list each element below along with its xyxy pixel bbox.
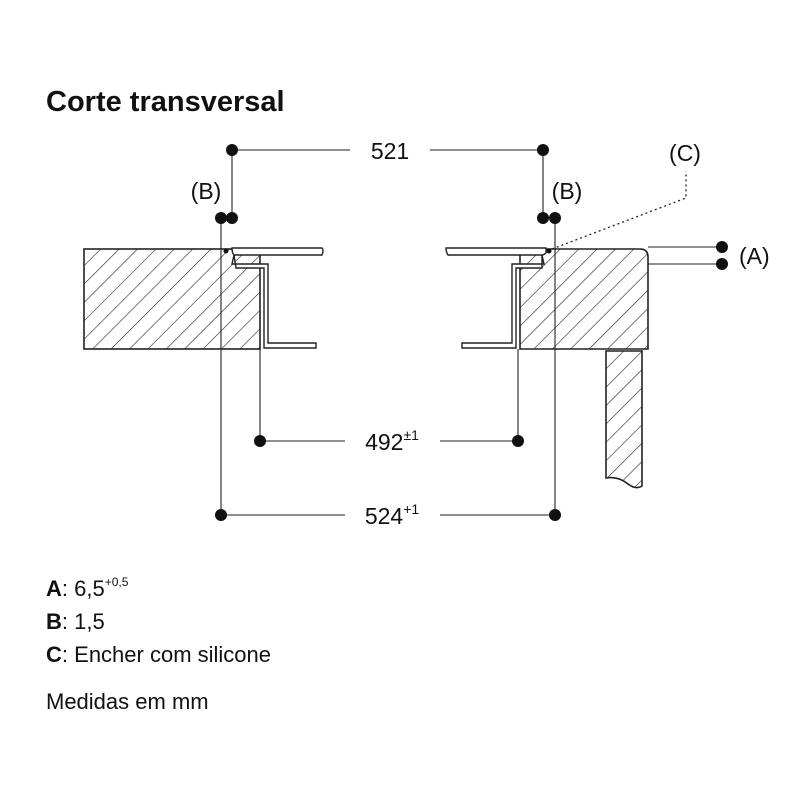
legend-text: 1,5 bbox=[74, 609, 105, 634]
dimension-dot bbox=[215, 212, 227, 224]
left-mounting-bracket bbox=[231, 254, 317, 349]
legend-row-b: B: 1,5 bbox=[46, 605, 271, 638]
callout-a: (A) bbox=[739, 243, 770, 269]
callout-c: (C) bbox=[669, 140, 701, 166]
right-worktop bbox=[519, 248, 649, 350]
legend-sep: : bbox=[61, 609, 69, 634]
gap-dot-right bbox=[546, 248, 552, 254]
dimension-dot bbox=[215, 509, 227, 521]
units-note: Medidas em mm bbox=[46, 689, 209, 714]
callout-b-left: (B) bbox=[191, 178, 222, 204]
legend-key: B bbox=[46, 609, 62, 634]
page-title: Corte transversal bbox=[46, 86, 285, 118]
legend: A: 6,5+0,5 B: 1,5 C: Encher com silicone bbox=[46, 566, 271, 671]
dimension-dot bbox=[226, 212, 238, 224]
legend-key: A bbox=[46, 576, 62, 601]
legend-text: Encher com silicone bbox=[74, 642, 272, 667]
gap-dot-left bbox=[223, 248, 229, 254]
dimension-dot bbox=[254, 435, 266, 447]
dimension-middle-label: 492±1 bbox=[365, 427, 419, 455]
dimension-dot bbox=[512, 435, 524, 447]
legend-row-a: A: 6,5+0,5 bbox=[46, 566, 271, 605]
dimension-dot bbox=[549, 509, 561, 521]
dimension-dot bbox=[537, 212, 549, 224]
legend-sep: : bbox=[61, 576, 69, 601]
legend-sup: +0,5 bbox=[104, 575, 129, 589]
cabinet-side-panel bbox=[605, 350, 643, 489]
legend-row-c: C: Encher com silicone bbox=[46, 638, 271, 671]
dimension-dot bbox=[537, 144, 549, 156]
legend-key: C bbox=[46, 642, 62, 667]
silicone-leader-line bbox=[551, 171, 687, 250]
left-appliance-flange bbox=[231, 247, 324, 256]
dimension-dot bbox=[226, 144, 238, 156]
callout-b-right: (B) bbox=[552, 178, 583, 204]
right-appliance-flange bbox=[445, 247, 547, 256]
legend-text: 6,5 bbox=[74, 576, 105, 601]
left-worktop bbox=[83, 248, 261, 350]
dimension-dot bbox=[716, 258, 728, 270]
dimension-dot bbox=[549, 212, 561, 224]
right-mounting-bracket bbox=[461, 254, 545, 349]
dimension-dot bbox=[716, 241, 728, 253]
dimension-bottom-label: 524+1 bbox=[365, 501, 420, 529]
legend-sep: : bbox=[61, 642, 69, 667]
dimension-top-label: 521 bbox=[371, 138, 409, 164]
